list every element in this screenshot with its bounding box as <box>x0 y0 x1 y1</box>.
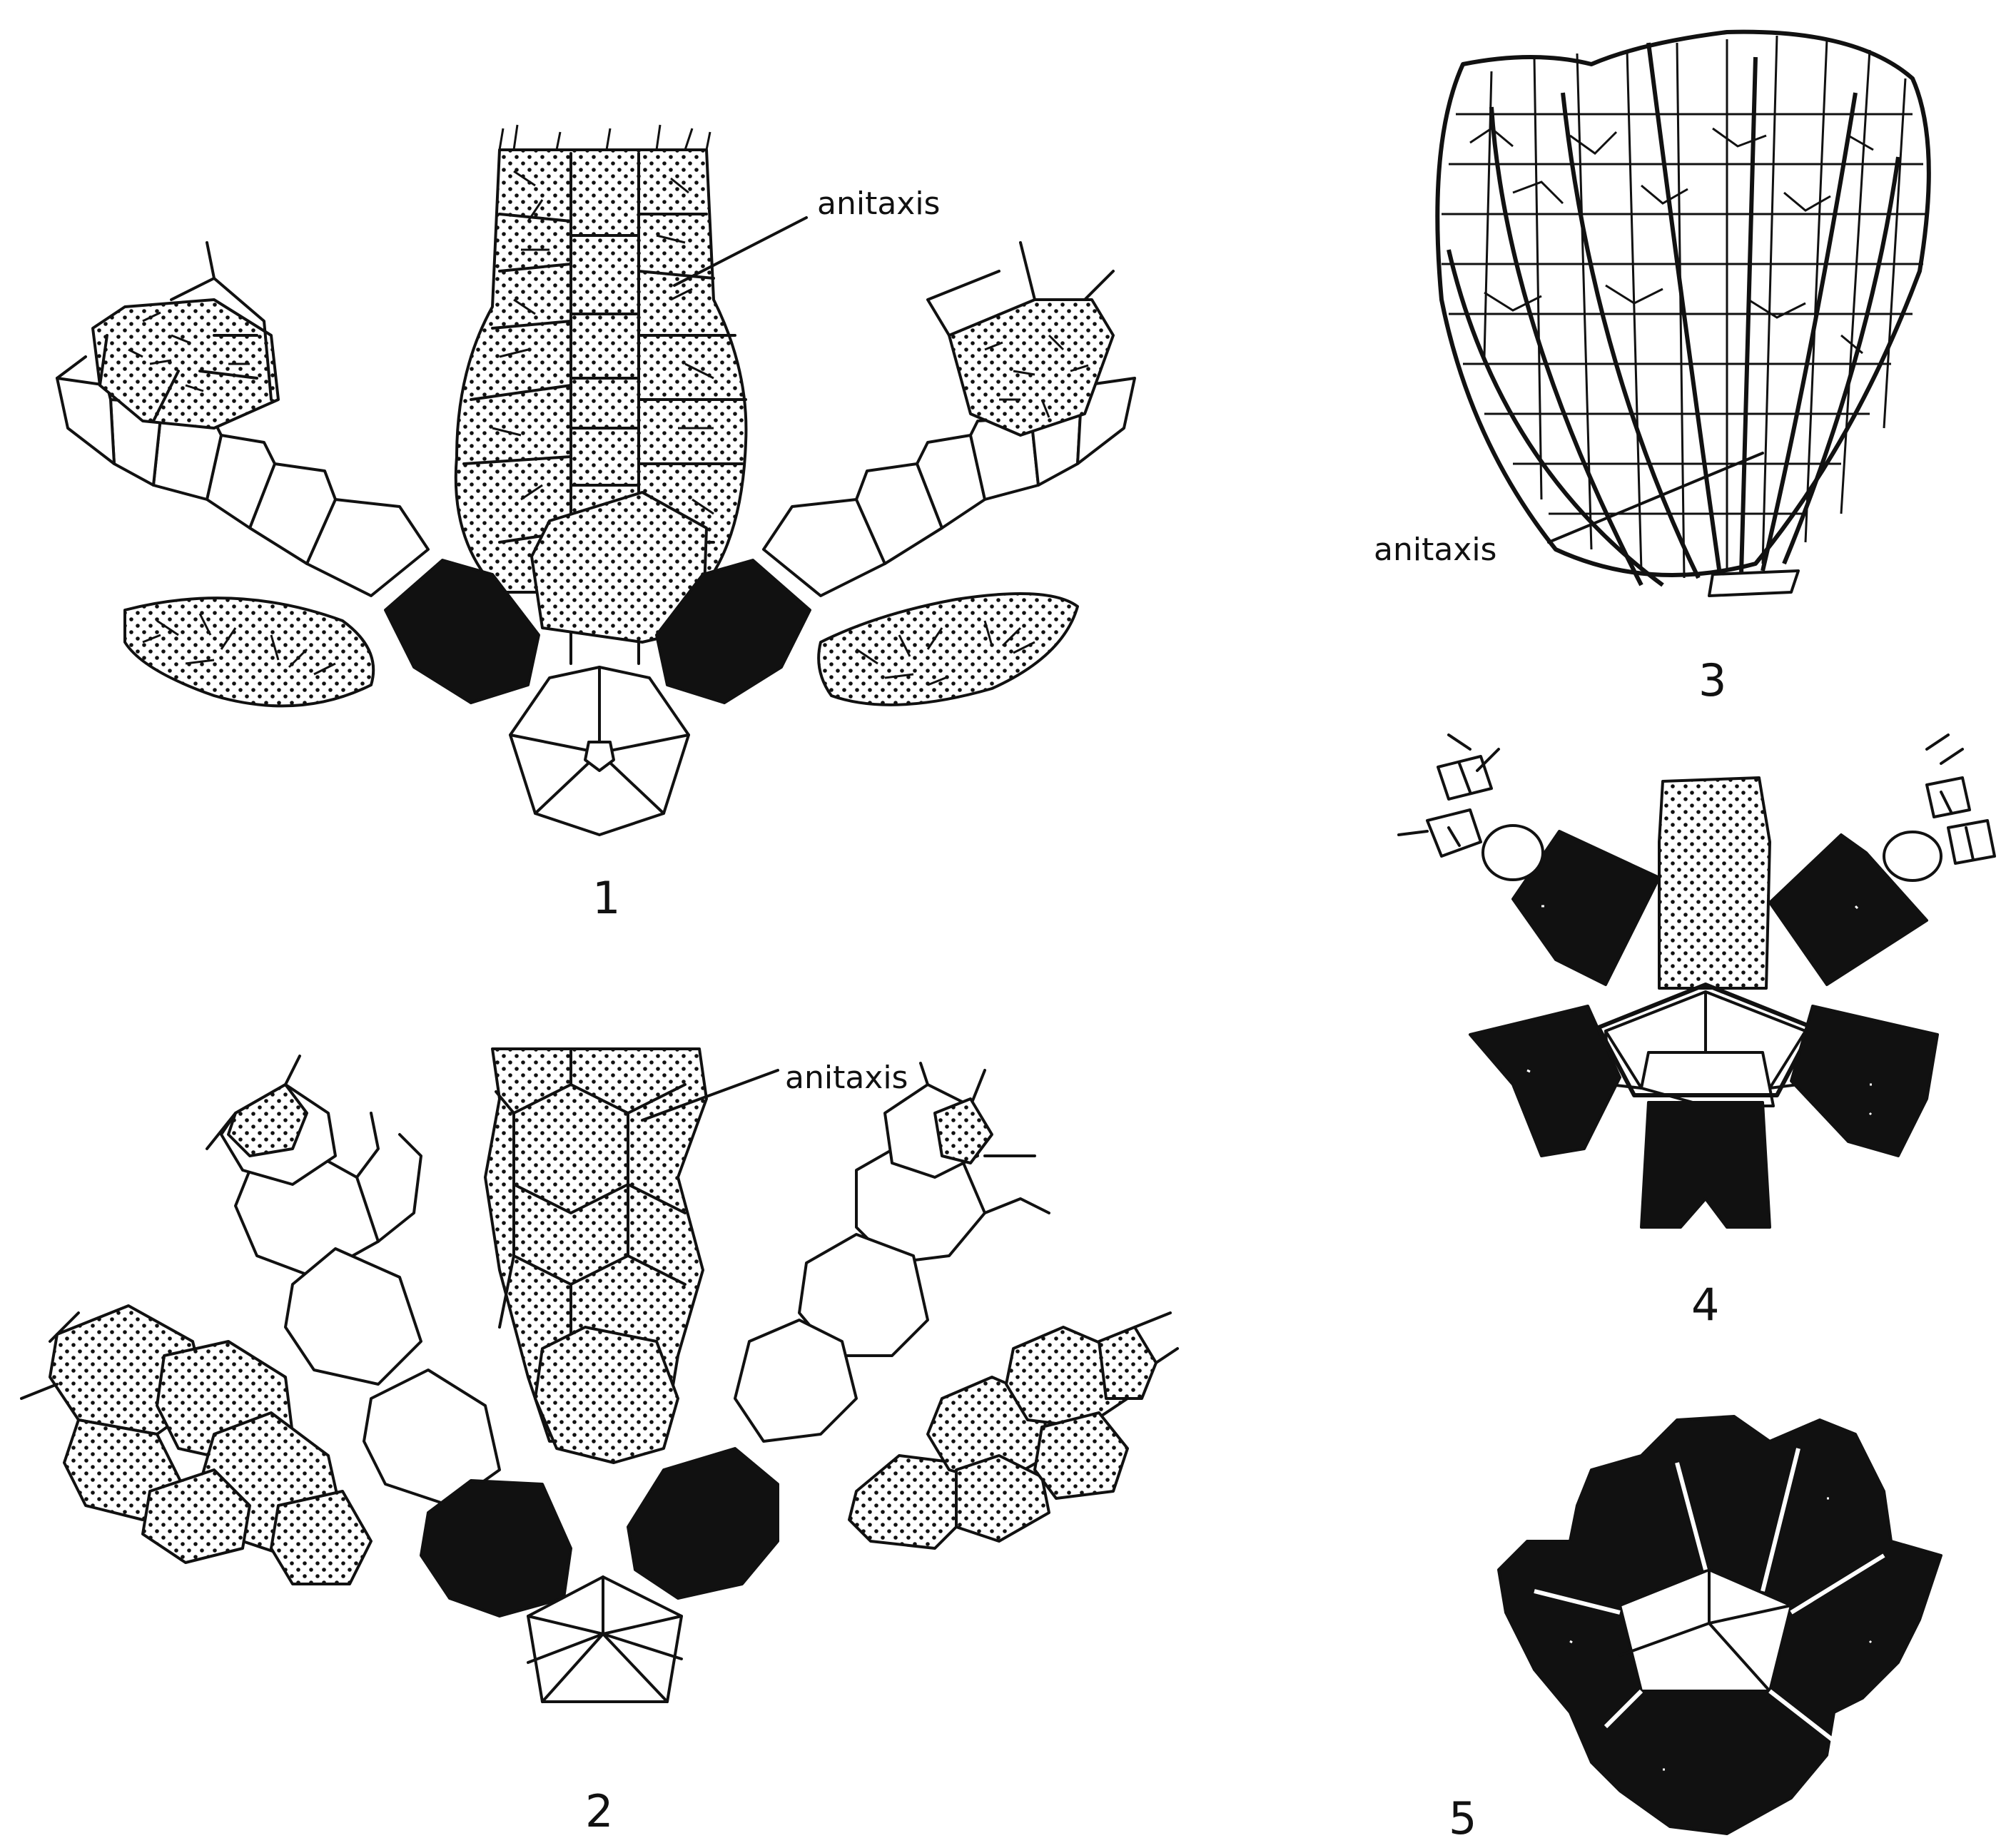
fig2-label: anitaxis <box>785 1060 908 1096</box>
fig1-label: anitaxis <box>817 186 940 222</box>
figure-5 <box>1499 1416 1941 1834</box>
fig2-right-radial <box>628 1448 778 1598</box>
fig4-radial-lower-left <box>1470 1006 1620 1156</box>
fig4-left-arm-stub <box>1399 735 1543 880</box>
fig1-basal-cup <box>510 667 689 835</box>
fig1-left-arm <box>57 243 428 596</box>
fig3-number: 3 <box>1698 654 1726 706</box>
fig5-number: 5 <box>1449 1792 1476 1844</box>
fig1-right-arm <box>764 243 1135 596</box>
fig4-right-arm-stub <box>1884 735 1995 880</box>
figure-3 <box>1437 32 1929 596</box>
fig4-basal-cup <box>1599 985 1813 1106</box>
fig2-anal-tube <box>485 1049 706 1463</box>
fig2-left-radial <box>421 1481 571 1616</box>
figure-1 <box>57 125 1135 835</box>
fig3-column-stub <box>1709 571 1798 596</box>
fig1-left-interray <box>125 598 373 706</box>
fig4-anal-plate <box>1659 778 1770 988</box>
fig3-label: anitaxis <box>1374 532 1496 568</box>
fig4-radial-lower-right <box>1791 1006 1937 1156</box>
fig4-number: 4 <box>1691 1279 1719 1331</box>
figure-2 <box>21 1049 1177 1702</box>
fig1-number: 1 <box>592 872 620 924</box>
fig3-label-leader <box>1549 453 1763 542</box>
fig2-number: 2 <box>585 1785 613 1837</box>
fig4-radial-bottom <box>1641 1102 1770 1227</box>
figure-4 <box>1399 735 1995 1227</box>
